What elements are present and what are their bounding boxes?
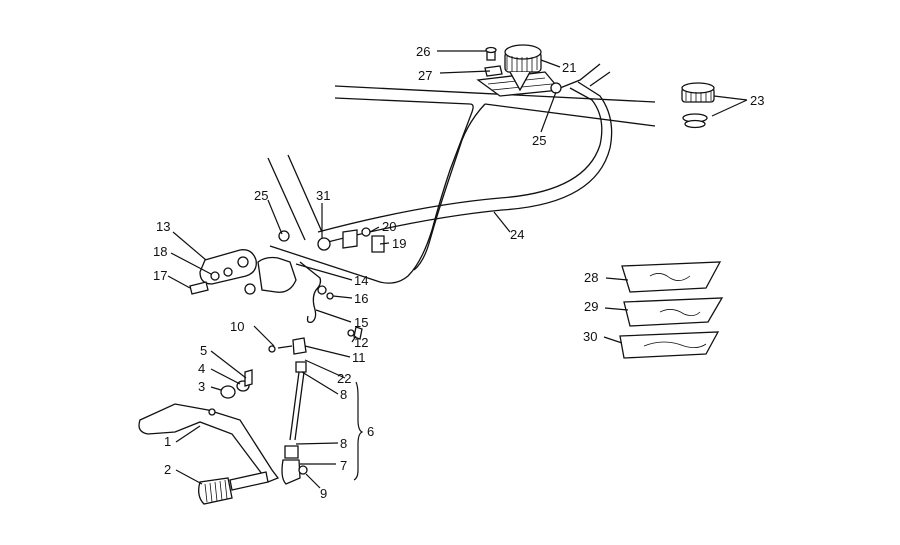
callout-10: 10 bbox=[230, 319, 244, 334]
callout-7: 7 bbox=[340, 458, 347, 473]
callout-29: 29 bbox=[584, 299, 598, 314]
callout-4: 4 bbox=[198, 361, 205, 376]
callout-16: 16 bbox=[354, 291, 368, 306]
callout-14: 14 bbox=[354, 273, 368, 288]
callout-31: 31 bbox=[316, 188, 330, 203]
callout-6: 6 bbox=[367, 424, 374, 439]
reservoir-cap bbox=[681, 82, 715, 129]
hose-24 bbox=[317, 81, 613, 245]
callout-24: 24 bbox=[510, 227, 524, 242]
callout-30: 30 bbox=[583, 329, 597, 344]
brake-pedal bbox=[138, 369, 280, 505]
callout-28: 28 bbox=[584, 270, 598, 285]
callout-9: 9 bbox=[320, 486, 327, 501]
callout-8-upper: 8 bbox=[340, 387, 347, 402]
callout-11: 11 bbox=[352, 350, 366, 365]
callout-3: 3 bbox=[198, 379, 205, 394]
callout-12: 12 bbox=[354, 335, 368, 350]
callout-25-top: 25 bbox=[532, 133, 546, 148]
callout-17: 17 bbox=[153, 268, 167, 283]
callout-19: 19 bbox=[392, 236, 406, 251]
callout-20: 20 bbox=[382, 219, 396, 234]
callout-8-lower: 8 bbox=[340, 436, 347, 451]
leader-lines bbox=[167, 50, 748, 489]
pushrod-assembly bbox=[268, 337, 364, 485]
callout-22: 22 bbox=[337, 371, 351, 386]
callout-2: 2 bbox=[164, 462, 171, 477]
callout-27: 27 bbox=[418, 68, 432, 83]
callout-13: 13 bbox=[156, 219, 170, 234]
brake-fluid-reservoir bbox=[476, 44, 562, 97]
callout-1: 1 bbox=[164, 434, 171, 449]
callout-15: 15 bbox=[354, 315, 368, 330]
master-cylinder bbox=[189, 227, 385, 295]
callout-25-left: 25 bbox=[254, 188, 268, 203]
callout-26: 26 bbox=[416, 44, 430, 59]
callout-labels: 26 27 21 23 25 25 31 20 19 24 13 18 17 1… bbox=[153, 44, 764, 501]
decal-sheets bbox=[619, 261, 724, 359]
callout-23: 23 bbox=[750, 93, 764, 108]
callout-5: 5 bbox=[200, 343, 207, 358]
callout-18: 18 bbox=[153, 244, 167, 259]
callout-21: 21 bbox=[562, 60, 576, 75]
